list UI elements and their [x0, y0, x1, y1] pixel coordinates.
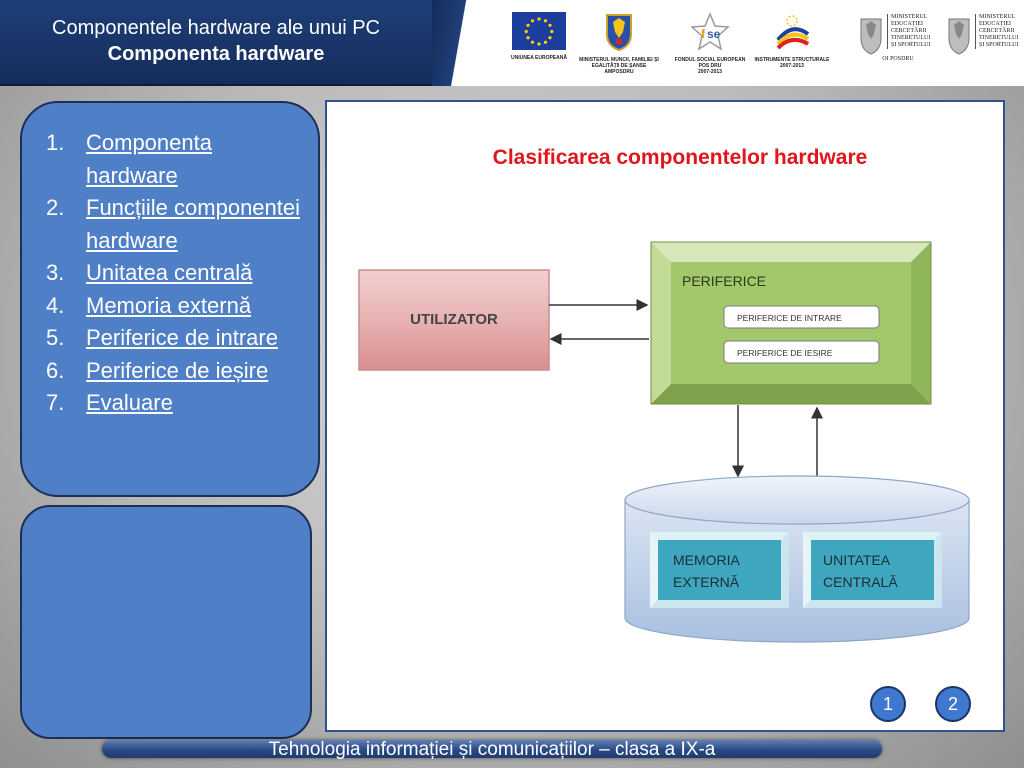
sponsor-logos-strip: UNIUNEA EUROPEANĂ MINISTERUL MUNCII, FAM… [490, 0, 1024, 86]
menu-item-number: 2. [46, 195, 65, 220]
svg-text:f: f [701, 27, 706, 41]
menu-link-functiile[interactable]: Funcțiile componentei hardware [86, 195, 301, 253]
memoria-externa-box: MEMORIA EXTERNĂ [650, 532, 789, 608]
education-ministry-logo-1: MINISTERUL EDUCAȚIEI CERCETĂRII TINERETU… [858, 14, 938, 63]
menu-item: 5. Periferice de intrare [46, 322, 302, 355]
menu-item: 1. Componenta hardware [46, 127, 302, 192]
menu-link-periferice-iesire[interactable]: Periferice de ieșire [86, 357, 269, 383]
memoria-label-line1: MEMORIA [673, 552, 741, 568]
presentation-title: Componentele hardware ale unui PC [52, 17, 380, 39]
ministry-labor-logo: MINISTERUL MUNCII, FAMILIEI ȘI EGALITĂȚI… [576, 12, 662, 75]
menu-item-number: 1. [46, 130, 65, 155]
page-2-button[interactable]: 2 [935, 686, 971, 722]
menu-item-number: 5. [46, 325, 65, 350]
structural-instruments-icon [776, 15, 810, 50]
coat-of-arms-icon [860, 18, 882, 55]
education-ministry-logo-2: MINISTERUL EDUCAȚIEI CERCETĂRII TINERETU… [946, 14, 1024, 56]
navigation-menu: 1. Componenta hardware 2. Funcțiile compon… [20, 101, 320, 497]
menu-link-componenta-hardware[interactable]: Componenta hardware [86, 130, 212, 188]
empty-info-panel [20, 505, 312, 739]
menu-link-evaluare[interactable]: Evaluare [86, 390, 173, 415]
menu-item: 6. Periferice de ieșire [46, 355, 302, 388]
menu-item-number: 4. [46, 292, 65, 318]
menu-list: 1. Componenta hardware 2. Funcțiile compon… [46, 127, 302, 420]
unitatea-label-line2: CENTRALĂ [823, 574, 898, 590]
fse-star-icon: f se [690, 12, 730, 51]
utilizator-box: UTILIZATOR [358, 269, 550, 371]
fse-logo: f se FONDUL SOCIAL EUROPEAN POS DRU 2007… [670, 12, 750, 75]
footer-text: Tehnologia informației și comunicațiilor… [268, 739, 716, 760]
menu-item-number: 6. [46, 357, 65, 383]
periferice-intrare-label: PERIFERICE DE INTRARE [737, 313, 842, 323]
coat-of-arms-icon [948, 18, 970, 55]
memoria-label-line2: EXTERNĂ [673, 574, 740, 590]
footer-bar [102, 740, 882, 758]
header-swoosh [432, 0, 492, 86]
page-1-button[interactable]: 1 [870, 686, 906, 722]
eu-logo: UNIUNEA EUROPEANĂ [510, 12, 568, 61]
romania-coat-of-arms-icon [606, 14, 632, 52]
content-frame: Clasificarea componentelor hardware [325, 100, 1005, 732]
utilizator-label: UTILIZATOR [410, 311, 498, 328]
menu-item: 3. Unitatea centrală [46, 257, 302, 290]
hardware-diagram: UTILIZATOR PERIFERICE PERIFERICE DE INTR… [358, 241, 970, 643]
diagram-title: Clasificarea componentelor hardware [492, 146, 868, 169]
eu-flag-icon [512, 12, 566, 50]
periferice-label: PERIFERICE [682, 273, 766, 289]
structural-instruments-logo: INSTRUMENTE STRUCTURALE 2007-2013 [752, 12, 832, 69]
unitatea-centrala-box: UNITATEA CENTRALĂ [803, 532, 942, 608]
periferice-iesire-label: PERIFERICE DE IESIRE [737, 348, 833, 358]
svg-text:se: se [707, 27, 721, 41]
menu-link-memoria-externa[interactable]: Memoria externă [86, 292, 252, 318]
menu-item: 2. Funcțiile componentei hardware [46, 192, 302, 257]
slide-title: Componenta hardware [107, 43, 325, 65]
menu-item: 7. Evaluare [46, 387, 302, 420]
menu-item-number: 7. [46, 390, 65, 415]
menu-link-unitatea-centrala[interactable]: Unitatea centrală [86, 260, 253, 285]
menu-item-number: 3. [46, 260, 65, 285]
menu-item: 4. Memoria externă [46, 290, 302, 323]
header-title-block: Componentele hardware ale unui PC Compon… [0, 0, 432, 86]
unitatea-label-line1: UNITATEA [823, 552, 891, 568]
periferice-box: PERIFERICE PERIFERICE DE INTRARE PERIFER… [650, 241, 932, 405]
menu-link-periferice-intrare[interactable]: Periferice de intrare [86, 325, 278, 350]
